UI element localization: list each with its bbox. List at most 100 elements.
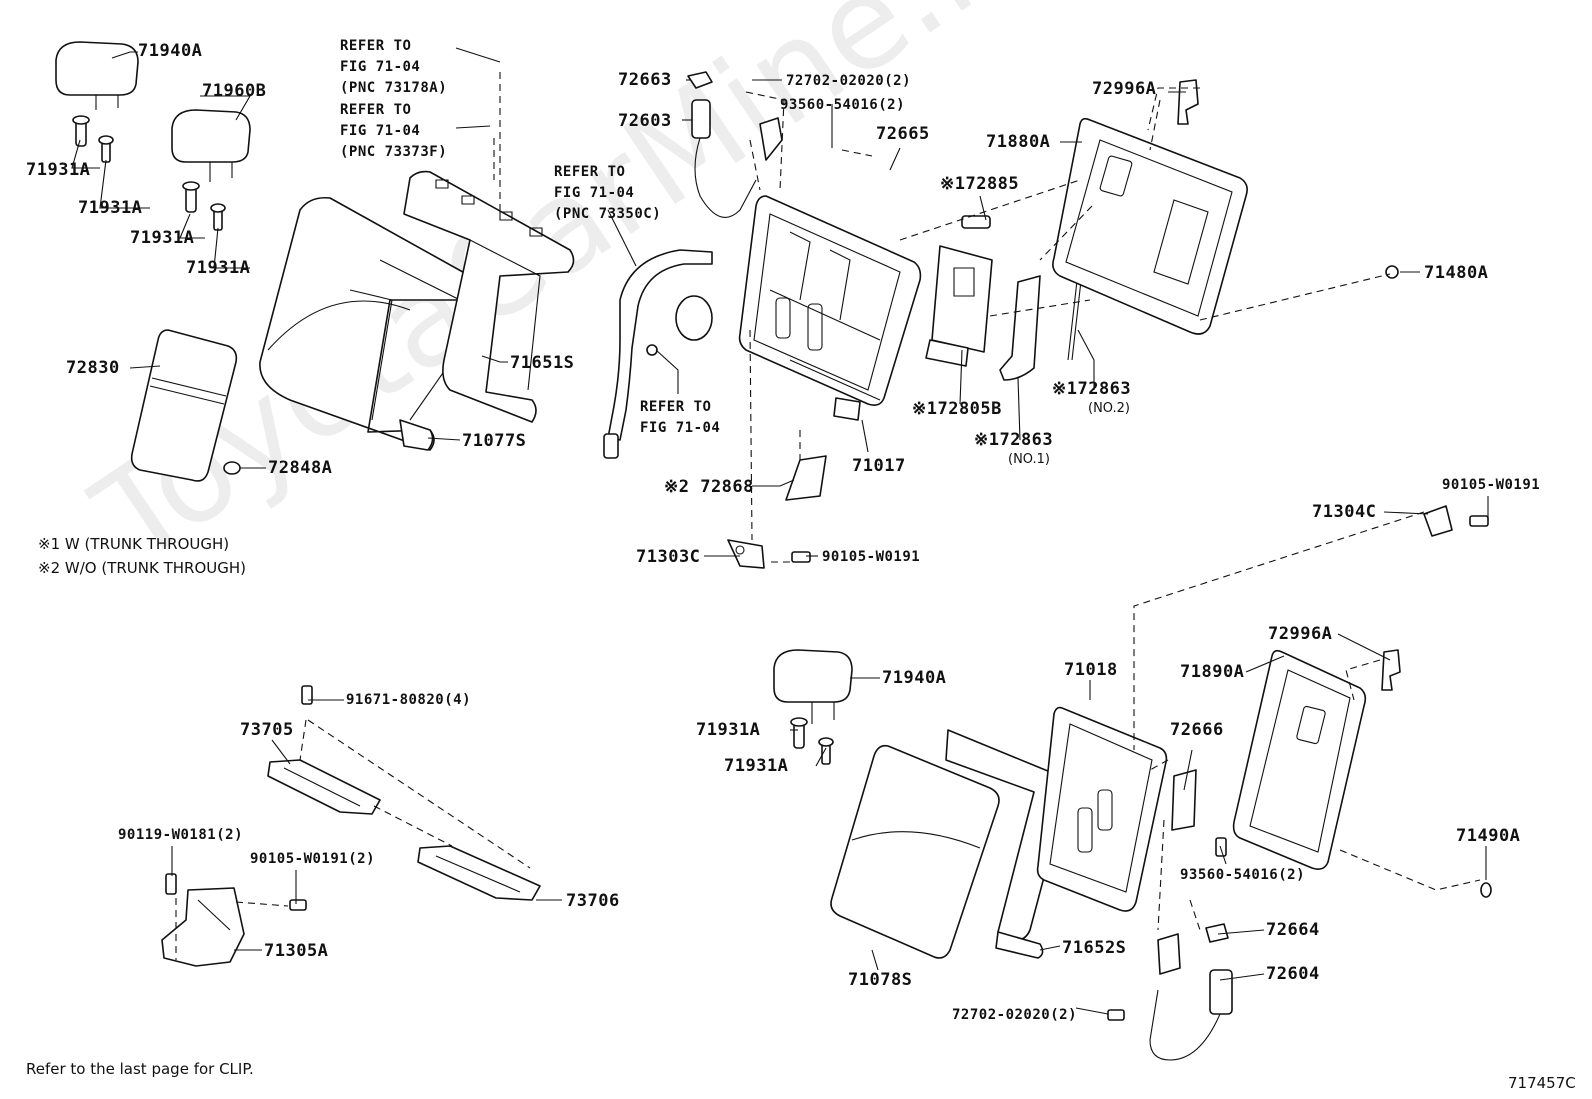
hinge-71303C — [728, 540, 764, 568]
pad-72863-no1 — [1000, 276, 1040, 380]
label-71078S: 71078S — [848, 970, 913, 990]
label-90119: 90119-W0181(2) — [118, 827, 244, 843]
label-72665: 72665 — [876, 124, 930, 144]
label-72664: 72664 — [1266, 920, 1320, 940]
label-72663: 72663 — [618, 70, 672, 90]
label-72996A-upper: 72996A — [1092, 79, 1157, 99]
label-72805B: ※172805B — [912, 399, 1002, 419]
label-71890A: 71890A — [1180, 662, 1245, 682]
label-71931A-2: 71931A — [78, 198, 143, 218]
ref-fig-71-04-73350C: REFER TO FIG 71-04 (PNC 73350C) — [554, 164, 662, 222]
label-90105-lower: 90105-W0191(2) — [250, 851, 376, 867]
label-71017: 71017 — [852, 456, 906, 476]
label-71931A-4: 71931A — [186, 258, 251, 278]
label-71960B: 71960B — [202, 81, 267, 101]
hinge-71305A — [162, 888, 244, 966]
bolt-72702-b — [1108, 1010, 1124, 1020]
seatback-cover-71077S — [260, 198, 472, 450]
leader-lines — [72, 48, 1488, 1014]
bolt-90105-c — [290, 900, 306, 910]
label-71931A-6: 71931A — [724, 756, 789, 776]
label-71940A-lower: 71940A — [882, 668, 947, 688]
label-71652S: 71652S — [1062, 938, 1127, 958]
headrest-guides-upper — [73, 116, 225, 230]
label-72868: ※2 72868 — [664, 477, 754, 497]
seatback-frame-71017 — [740, 196, 921, 420]
hinge-73705 — [268, 760, 380, 814]
label-71490A: 71490A — [1456, 826, 1521, 846]
label-72848A: 72848A — [268, 458, 333, 478]
headrest-71960B — [172, 110, 250, 182]
label-93560-lower: 93560-54016(2) — [1180, 867, 1306, 883]
footer-note: Refer to the last page for CLIP. — [26, 1060, 254, 1078]
label-91671: 91671-80820(4) — [346, 692, 472, 708]
hinge-71304C — [1424, 506, 1452, 536]
headrest-71940A-lower — [774, 650, 852, 724]
pad-72863-no2 — [1068, 272, 1082, 360]
label-73706: 73706 — [566, 891, 620, 911]
label-71018: 71018 — [1064, 660, 1118, 680]
seatback-frame-71018 — [1038, 708, 1167, 911]
label-71304C: 71304C — [1312, 502, 1377, 522]
bolt-91671 — [302, 686, 312, 704]
bracket-72666 — [1172, 770, 1196, 830]
label-71931A-5: 71931A — [696, 720, 761, 740]
armrest-72830 — [132, 330, 237, 481]
dashed-lines — [176, 72, 1480, 960]
clip-71480A — [1386, 266, 1398, 278]
clip-71490A — [1481, 883, 1491, 897]
sublabel-no1: (NO.1) — [1008, 452, 1050, 467]
diagram-code: 717457C — [1508, 1074, 1576, 1092]
headrest-71940A-upper — [56, 42, 138, 110]
label-90105-right: 90105-W0191 — [1442, 477, 1541, 493]
label-71305A: 71305A — [264, 941, 329, 961]
cover-72664 — [1206, 924, 1228, 942]
note-trunk-through: ※1 W (TRUNK THROUGH) — [38, 535, 230, 553]
label-72863-no1: ※172863 — [974, 430, 1054, 450]
hinge-73706 — [418, 846, 540, 900]
seatback-board-71890A — [1234, 651, 1366, 869]
label-73705: 73705 — [240, 720, 294, 740]
label-71931A-1: 71931A — [26, 160, 91, 180]
label-72885: ※172885 — [940, 174, 1020, 194]
hook-72996A-lower — [1382, 650, 1400, 690]
label-71303C: 71303C — [636, 547, 701, 567]
label-72702-upper: 72702-02020(2) — [786, 73, 912, 89]
label-72830: 72830 — [66, 358, 120, 378]
bolt-90105-a — [792, 552, 810, 562]
cover-72885 — [962, 216, 990, 228]
ref-fig-71-04: REFER TO FIG 71-04 — [640, 399, 721, 436]
seatbelt-72603 — [688, 72, 782, 217]
label-72603: 72603 — [618, 111, 672, 131]
label-71651S: 71651S — [510, 353, 575, 373]
label-71940A-upper: 71940A — [138, 41, 203, 61]
armrest-stopper-72848A — [224, 462, 240, 474]
seatback-cover-71078S — [831, 746, 999, 958]
seatbelt-webbing-71-04 — [604, 250, 712, 458]
label-71931A-3: 71931A — [130, 228, 195, 248]
label-72863-no2: ※172863 — [1052, 379, 1132, 399]
label-72604: 72604 — [1266, 964, 1320, 984]
label-71880A: 71880A — [986, 132, 1051, 152]
label-72666: 72666 — [1170, 720, 1224, 740]
label-90105-mid: 90105-W0191 — [822, 549, 921, 565]
sublabel-no2: (NO.2) — [1088, 401, 1130, 416]
seatback-board-71880A — [1053, 119, 1247, 334]
ref-fig-71-04-73373F: REFER TO FIG 71-04 (PNC 73373F) — [340, 102, 448, 160]
label-72996A-lower: 72996A — [1268, 624, 1333, 644]
bolt-90105-b — [1470, 516, 1488, 526]
label-71077S: 71077S — [462, 431, 527, 451]
label-71480A: 71480A — [1424, 263, 1489, 283]
headrest-guides-lower — [791, 718, 833, 764]
bolt-93560-b — [1216, 838, 1226, 856]
seatback-pad-71651S — [404, 172, 574, 422]
bracket-72868 — [786, 456, 826, 500]
label-93560-upper: 93560-54016(2) — [780, 97, 906, 113]
ref-fig-71-04-73178A: REFER TO FIG 71-04 (PNC 73178A) — [340, 38, 448, 96]
hook-72996A-upper — [1178, 80, 1198, 124]
seatbelt-72604 — [1150, 934, 1232, 1060]
bolt-90119 — [166, 874, 176, 894]
label-72702-lower: 72702-02020(2) — [952, 1007, 1078, 1023]
note-without-trunk-through: ※2 W/O (TRUNK THROUGH) — [38, 559, 246, 577]
